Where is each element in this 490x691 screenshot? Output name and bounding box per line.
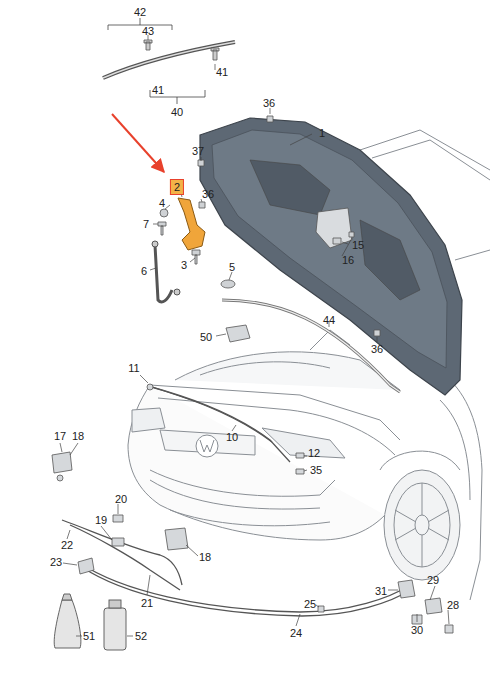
callout-number: 36 [370, 343, 384, 355]
callout-number: 51 [82, 630, 96, 642]
callout-number: 44 [322, 314, 336, 326]
callout-number: 7 [142, 218, 150, 230]
callout-number: 41 [151, 84, 165, 96]
callout-number: 36 [201, 188, 215, 200]
callout-number: 28 [446, 599, 460, 611]
callout-number: 37 [191, 145, 205, 157]
callout-number: 4 [158, 197, 166, 209]
callout-number: 6 [140, 265, 148, 277]
callout-number: 3 [180, 259, 188, 271]
callout-number: 20 [114, 493, 128, 505]
callout-number: 41 [215, 66, 229, 78]
callout-number: 21 [140, 597, 154, 609]
callout-number: 5 [228, 261, 236, 273]
callout-number: 10 [225, 431, 239, 443]
callout-number: 29 [426, 574, 440, 586]
callout-number: 50 [199, 331, 213, 343]
callout-number: 2 [174, 181, 180, 193]
callout-number: 15 [351, 239, 365, 251]
callout-number: 23 [49, 556, 63, 568]
callout-number: 11 [127, 362, 140, 374]
callout-number: 18 [71, 430, 85, 442]
callout-number: 40 [170, 106, 184, 118]
callout-number: 42 [133, 6, 147, 18]
callout-number: 17 [53, 430, 67, 442]
callout-number: 36 [262, 97, 276, 109]
callout-number: 52 [134, 630, 148, 642]
callout-number: 35 [309, 464, 323, 476]
callout-number: 31 [374, 585, 388, 597]
callout-number: 24 [289, 627, 303, 639]
callout-number: 25 [303, 598, 317, 610]
callout-number: 18 [198, 551, 212, 563]
callout-number: 12 [307, 447, 321, 459]
callout-number: 19 [94, 514, 108, 526]
callout-number: 43 [141, 25, 155, 37]
callout-number: 1 [318, 127, 326, 139]
callout-number: 16 [341, 254, 355, 266]
callout-number: 30 [410, 624, 424, 636]
callout-number: 22 [60, 539, 74, 551]
callout-highlight: 2 [170, 179, 184, 195]
